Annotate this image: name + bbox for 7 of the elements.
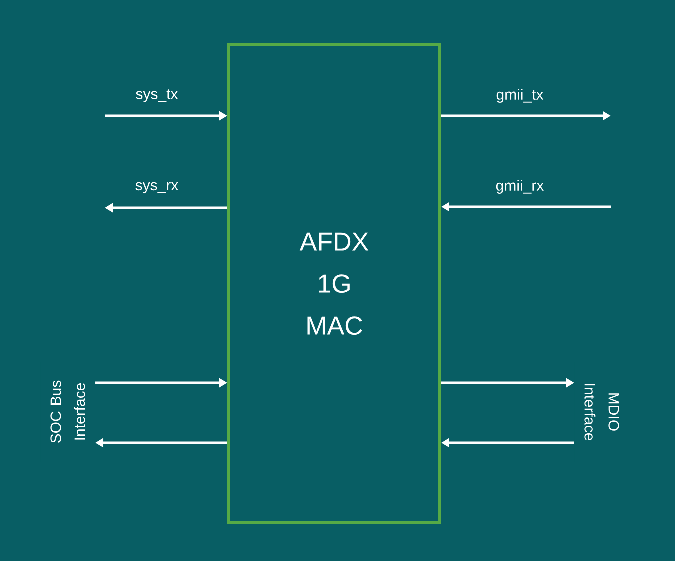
mac-block: AFDX 1G MAC [228,44,442,524]
edge-label: sys_rx [136,182,178,194]
edge-label: gmii_tx [496,89,544,103]
interface-label: SOC Bus Interface [40,362,96,462]
edge-label: sys_tx [136,90,178,102]
interface-label: MDIO Interface [574,362,630,462]
edge-label: gmii_rx [496,180,544,194]
